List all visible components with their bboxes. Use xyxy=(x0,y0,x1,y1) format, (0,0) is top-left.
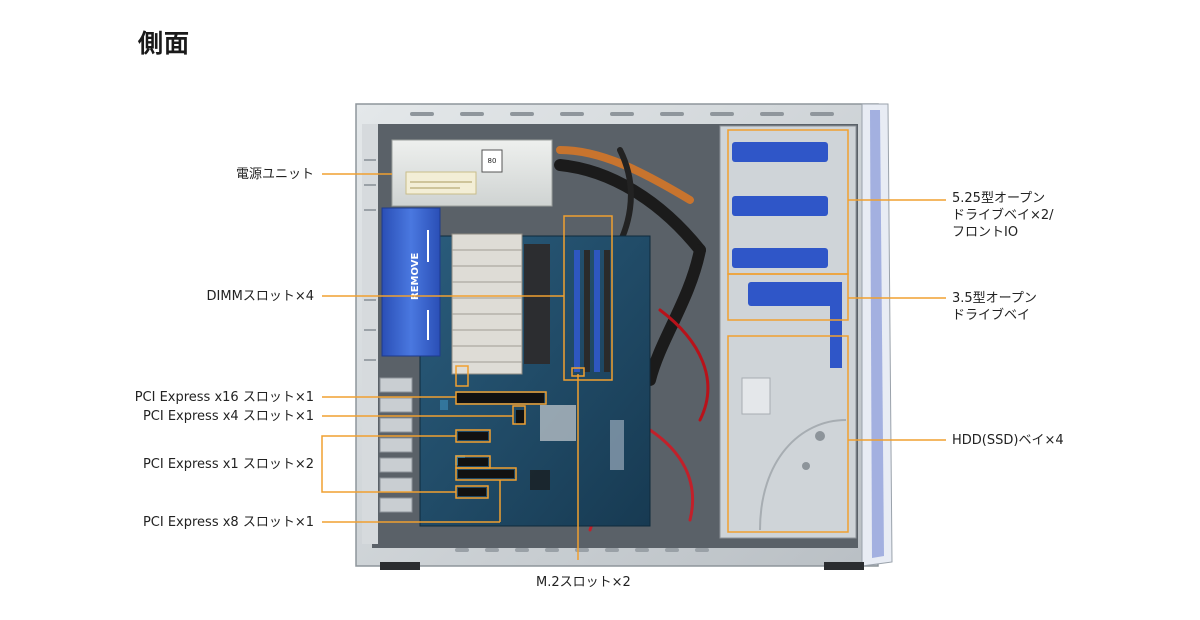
heatsink-fins xyxy=(452,249,522,363)
bay-35-handle xyxy=(830,282,842,368)
label-bay35: 3.5型オープン ドライブベイ xyxy=(952,290,1037,324)
label-bay35-line1: 3.5型オープン xyxy=(952,291,1037,306)
page-title: 側面 xyxy=(138,29,191,58)
leader-annotations xyxy=(321,129,946,560)
box-hdd xyxy=(727,335,849,533)
expansion-brackets xyxy=(379,377,413,513)
psu-unit: 80 xyxy=(391,139,553,207)
label-pcie1: PCI Express x1 スロット×2 xyxy=(142,457,314,472)
top-vents xyxy=(410,112,834,116)
dimm-slots xyxy=(574,250,610,372)
foot-left xyxy=(380,562,420,570)
box-dimm xyxy=(563,215,613,381)
hdd-cage-curve xyxy=(759,419,847,531)
rear-vents xyxy=(364,159,376,361)
bracket-pcie1 xyxy=(321,435,360,493)
bay-525-rail-1 xyxy=(732,142,828,162)
hdd-screw-2 xyxy=(802,462,810,470)
drive-cage xyxy=(719,125,857,539)
label-m2: M.2スロット×2 xyxy=(536,575,631,590)
box-pcie4 xyxy=(512,405,526,425)
pcie-slot-shapes xyxy=(456,393,544,496)
box-bay35 xyxy=(727,273,849,321)
bottom-vents xyxy=(455,548,709,552)
label-bay525-line3: フロントIO xyxy=(952,225,1019,240)
box-pcie1-c xyxy=(455,467,517,481)
board-components xyxy=(440,400,624,490)
label-bay35-line2: ドライブベイ xyxy=(952,308,1031,323)
box-pcie16-a xyxy=(455,365,469,387)
label-pcie16: PCI Express x16 スロット×1 xyxy=(134,390,314,405)
hdd-cage-tab xyxy=(741,377,771,415)
psu-badge xyxy=(481,149,503,173)
svg-text:REMOVE: REMOVE xyxy=(410,253,421,300)
foot-right xyxy=(824,562,864,570)
cpu-cooler-shroud: REMOVE xyxy=(381,207,441,357)
label-bay525-line2: ドライブベイ×2/ xyxy=(952,208,1054,223)
label-bay525-line1: 5.25型オープン xyxy=(952,191,1046,206)
cooler-fan xyxy=(524,244,550,364)
rear-panel xyxy=(362,124,378,544)
svg-text:80: 80 xyxy=(488,157,497,165)
psu-warning-label xyxy=(405,171,477,195)
label-psu: 電源ユニット xyxy=(235,167,314,182)
bay-35-rail xyxy=(748,282,836,306)
bay-525-rail-2 xyxy=(732,196,828,216)
front-bezel-accent xyxy=(870,110,884,558)
box-pcie16-b xyxy=(455,391,547,405)
bay-525-rail-3 xyxy=(732,248,828,268)
cpu-heatsink xyxy=(451,233,550,375)
label-pcie8: PCI Express x8 スロット×1 xyxy=(142,515,314,530)
label-hdd: HDD(SSD)ベイ×4 xyxy=(952,433,1064,448)
label-bay525: 5.25型オープン ドライブベイ×2/ フロントIO xyxy=(952,190,1054,241)
hdd-screw xyxy=(815,431,825,441)
label-pcie4: PCI Express x4 スロット×1 xyxy=(142,409,314,424)
label-dimm: DIMMスロット×4 xyxy=(206,289,314,304)
